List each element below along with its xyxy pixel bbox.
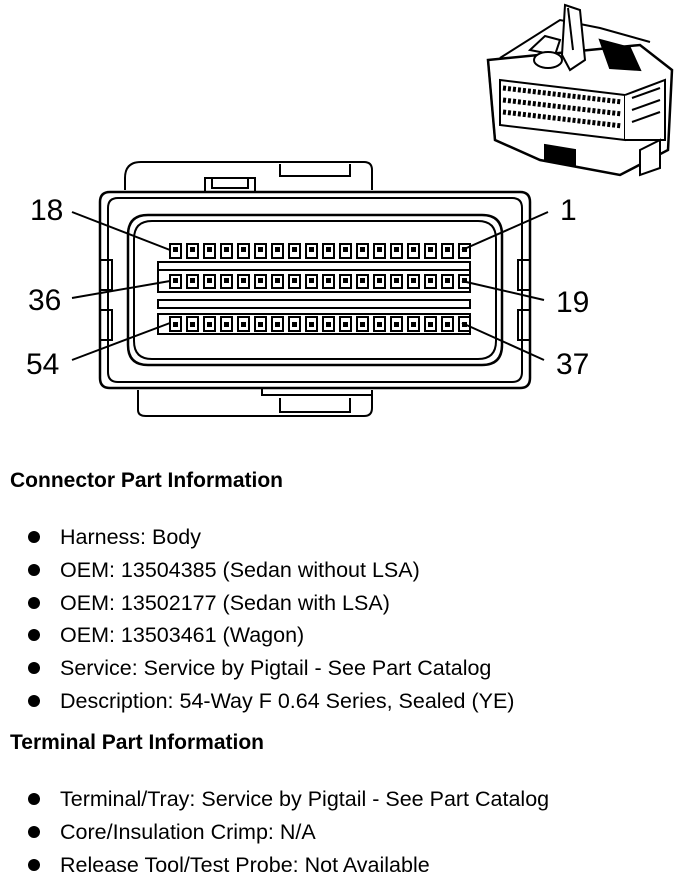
connector-diagram: 18 1 36 19 54 37 xyxy=(26,3,674,417)
pin-contact xyxy=(258,247,263,252)
pin-contact xyxy=(275,247,280,252)
pin-contact xyxy=(207,322,212,327)
pin-contact xyxy=(258,322,263,327)
connector-info-title: Connector Part Information xyxy=(10,469,284,492)
bullet-icon xyxy=(28,825,40,838)
pin-contact xyxy=(360,247,365,252)
pin-contact xyxy=(241,247,246,252)
pin-row-37-54 xyxy=(169,316,471,332)
pin-contact xyxy=(309,322,314,327)
list-item: Terminal/Tray: Service by Pigtail - See … xyxy=(0,786,549,819)
pin-contact xyxy=(224,322,229,327)
pin-contact xyxy=(207,247,212,252)
pin-contact xyxy=(445,247,450,252)
pin-contact xyxy=(173,278,178,283)
pin-label-19: 19 xyxy=(556,286,589,319)
pin-contact xyxy=(275,322,280,327)
pin-contact xyxy=(411,278,416,283)
bullet-icon xyxy=(28,662,40,675)
connector-info-list: Harness: Body OEM: 13504385 (Sedan witho… xyxy=(0,524,514,721)
pin-contact xyxy=(428,322,433,327)
pin-label-37: 37 xyxy=(556,348,589,381)
pin-contact xyxy=(207,278,212,283)
pin-contact xyxy=(394,247,399,252)
list-item: OEM: 13504385 (Sedan without LSA) xyxy=(0,557,514,590)
pin-contact xyxy=(428,247,433,252)
list-item-text: OEM: 13502177 (Sedan with LSA) xyxy=(60,590,390,615)
pin-contact xyxy=(275,278,280,283)
bullet-icon xyxy=(28,563,40,576)
pin-label-54: 54 xyxy=(26,348,59,381)
bullet-icon xyxy=(28,629,40,642)
pin-contact xyxy=(292,278,297,283)
pin-contact xyxy=(190,247,195,252)
list-item: Core/Insulation Crimp: N/A xyxy=(0,819,549,852)
list-item: Service: Service by Pigtail - See Part C… xyxy=(0,655,514,688)
pin-contact xyxy=(428,278,433,283)
list-item: OEM: 13503461 (Wagon) xyxy=(0,622,514,655)
pin-contact xyxy=(445,322,450,327)
pin-contact xyxy=(173,247,178,252)
pin-contact xyxy=(292,247,297,252)
list-item-text: OEM: 13504385 (Sedan without LSA) xyxy=(60,557,420,582)
bullet-icon xyxy=(28,694,40,707)
connector-3d-view xyxy=(486,3,674,177)
pin-contact xyxy=(377,247,382,252)
pin-contact xyxy=(411,247,416,252)
bullet-icon xyxy=(28,531,40,543)
bullet-icon xyxy=(28,596,40,609)
pin-row-19-36 xyxy=(169,274,471,289)
list-item-text: Harness: Body xyxy=(60,525,202,549)
pin-contact xyxy=(445,278,450,283)
pin-contact xyxy=(411,322,416,327)
pin-contact xyxy=(309,247,314,252)
pin-contact xyxy=(241,322,246,327)
pin-contact xyxy=(394,278,399,283)
pin-contact xyxy=(190,322,195,327)
pin-label-1: 1 xyxy=(560,194,577,227)
list-item-text: Service: Service by Pigtail - See Part C… xyxy=(60,656,492,681)
pin-contact xyxy=(309,278,314,283)
pin-contact xyxy=(343,278,348,283)
pin-contact xyxy=(241,278,246,283)
list-item: OEM: 13502177 (Sedan with LSA) xyxy=(0,590,514,623)
list-item-text: OEM: 13503461 (Wagon) xyxy=(60,623,305,648)
pin-row-1-18 xyxy=(169,243,471,259)
pin-contact xyxy=(326,322,331,327)
pin-contact xyxy=(394,322,399,327)
list-item-text: Core/Insulation Crimp: N/A xyxy=(60,819,316,844)
pin-contact xyxy=(292,322,297,327)
list-item: Release Tool/Test Probe: Not Available xyxy=(0,852,549,884)
pin-contact xyxy=(326,247,331,252)
list-item-text: Release Tool/Test Probe: Not Available xyxy=(60,852,430,877)
pin-contact xyxy=(224,247,229,252)
pin-contact xyxy=(173,322,178,327)
pin-contact xyxy=(343,247,348,252)
terminal-info-title: Terminal Part Information xyxy=(10,731,264,754)
pin-contact xyxy=(377,278,382,283)
pin-contact xyxy=(343,322,348,327)
leader-lines xyxy=(71,211,549,361)
bullet-icon xyxy=(28,858,40,871)
list-item-text: Description: 54-Way F 0.64 Series, Seale… xyxy=(60,688,515,713)
pin-contact xyxy=(462,278,467,283)
pin-contact xyxy=(224,278,229,283)
pin-contact xyxy=(190,278,195,283)
pin-contact xyxy=(360,278,365,283)
pin-label-18: 18 xyxy=(30,194,63,227)
terminal-info-list: Terminal/Tray: Service by Pigtail - See … xyxy=(0,786,549,884)
pin-contact xyxy=(258,278,263,283)
bullet-icon xyxy=(28,793,40,805)
list-item-text: Terminal/Tray: Service by Pigtail - See … xyxy=(60,787,550,811)
list-item: Description: 54-Way F 0.64 Series, Seale… xyxy=(0,688,514,721)
pin-contact xyxy=(326,278,331,283)
pin-label-36: 36 xyxy=(28,284,61,317)
pin-contact xyxy=(360,322,365,327)
pin-contact xyxy=(377,322,382,327)
list-item: Harness: Body xyxy=(0,524,514,557)
